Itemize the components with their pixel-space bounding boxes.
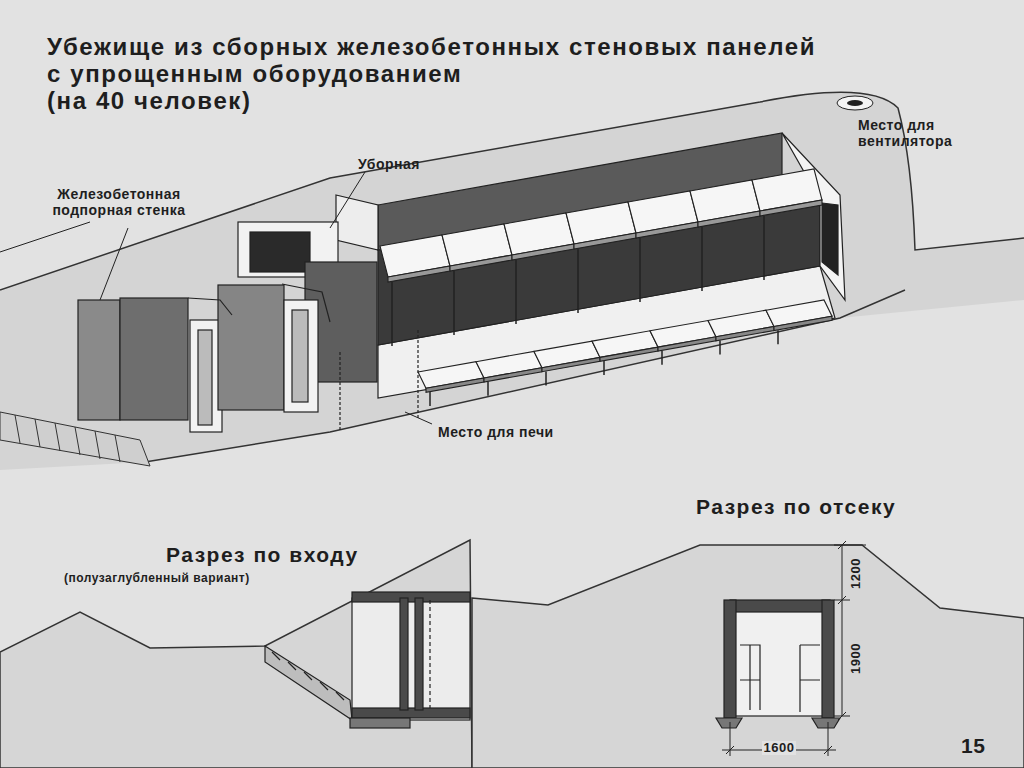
- roof-slabs: [380, 169, 832, 406]
- slab-edge: [698, 211, 760, 227]
- bench-edge: [716, 327, 774, 341]
- dimension: 1600: [762, 741, 797, 756]
- leader-lines: [0, 172, 432, 424]
- earth-mound: [0, 92, 1024, 470]
- slab-edge: [636, 222, 698, 238]
- post: [639, 234, 641, 302]
- slab-edge: [760, 200, 822, 216]
- bench-leg: [545, 371, 547, 385]
- slab-edge: [512, 244, 574, 260]
- bench-leg: [429, 392, 431, 406]
- part-label: Место для вентилятора: [858, 117, 983, 149]
- dimension: 1900: [848, 641, 863, 676]
- part-label: Место для печи: [436, 424, 556, 440]
- entry-panels: [78, 222, 418, 432]
- ground-sections: [0, 540, 1024, 768]
- bench-edge: [600, 347, 658, 361]
- slab-edge: [388, 266, 450, 282]
- entry-section: [265, 592, 470, 728]
- dimension: 1200: [848, 556, 863, 591]
- title: Убежище из сборных железобетонных стенов…: [47, 34, 816, 115]
- post: [453, 267, 455, 335]
- post: [763, 212, 765, 280]
- bench-leg: [487, 382, 489, 396]
- vent-hole: [837, 96, 873, 110]
- shelter-body: [336, 133, 845, 398]
- page-number: 15: [961, 734, 985, 758]
- bench-edge: [658, 337, 716, 351]
- dimension-lines: [722, 541, 866, 756]
- section-heading: Разрез по отсеку: [696, 495, 896, 519]
- bench-leg: [603, 361, 605, 375]
- bench-edge: [426, 378, 484, 392]
- section-note: (полузаглубленный вариант): [64, 572, 250, 586]
- post: [391, 278, 393, 346]
- compartment-section: [716, 600, 840, 728]
- bench-leg: [777, 330, 779, 344]
- bench-edge: [484, 368, 542, 382]
- slab-edge: [574, 233, 636, 249]
- bench-leg: [661, 351, 663, 365]
- slab-edge: [450, 255, 512, 271]
- bench-leg: [719, 341, 721, 355]
- bench-edge: [542, 357, 600, 371]
- part-label: Уборная: [358, 156, 420, 172]
- post: [515, 256, 517, 324]
- post: [577, 245, 579, 313]
- bench-edge: [774, 316, 832, 330]
- post: [701, 223, 703, 291]
- section-heading: Разрез по входу: [166, 543, 359, 567]
- part-label: Железобетонная подпорная стенка: [30, 186, 208, 218]
